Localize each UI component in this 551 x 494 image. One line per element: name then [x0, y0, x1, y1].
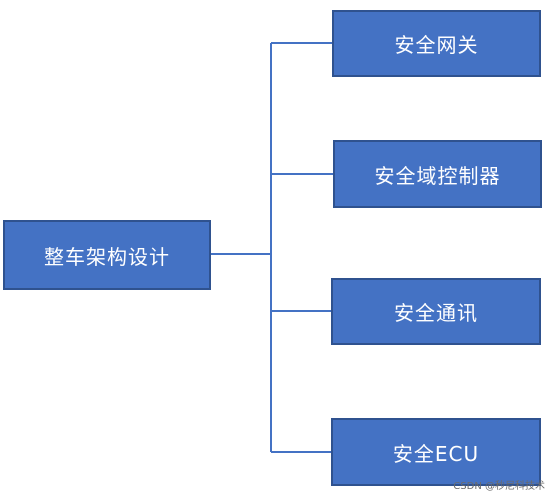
watermark: CSDN @秒尼科技术: [453, 481, 545, 492]
child-node-safety-gateway: 安全网关: [332, 10, 541, 77]
root-node-label: 整车架构设计: [44, 244, 170, 269]
child-node-safety-communication: 安全通讯: [331, 278, 541, 345]
child-node-label: 安全通讯: [394, 301, 478, 325]
child-node-safety-ecu: 安全ECU: [331, 418, 541, 486]
child-node-safety-domain-controller: 安全域控制器: [333, 140, 542, 208]
child-node-label: 安全ECU: [392, 441, 480, 466]
child-node-label: 安全域控制器: [374, 163, 501, 188]
root-node: 整车架构设计: [3, 220, 211, 290]
child-node-label: 安全网关: [394, 33, 479, 57]
